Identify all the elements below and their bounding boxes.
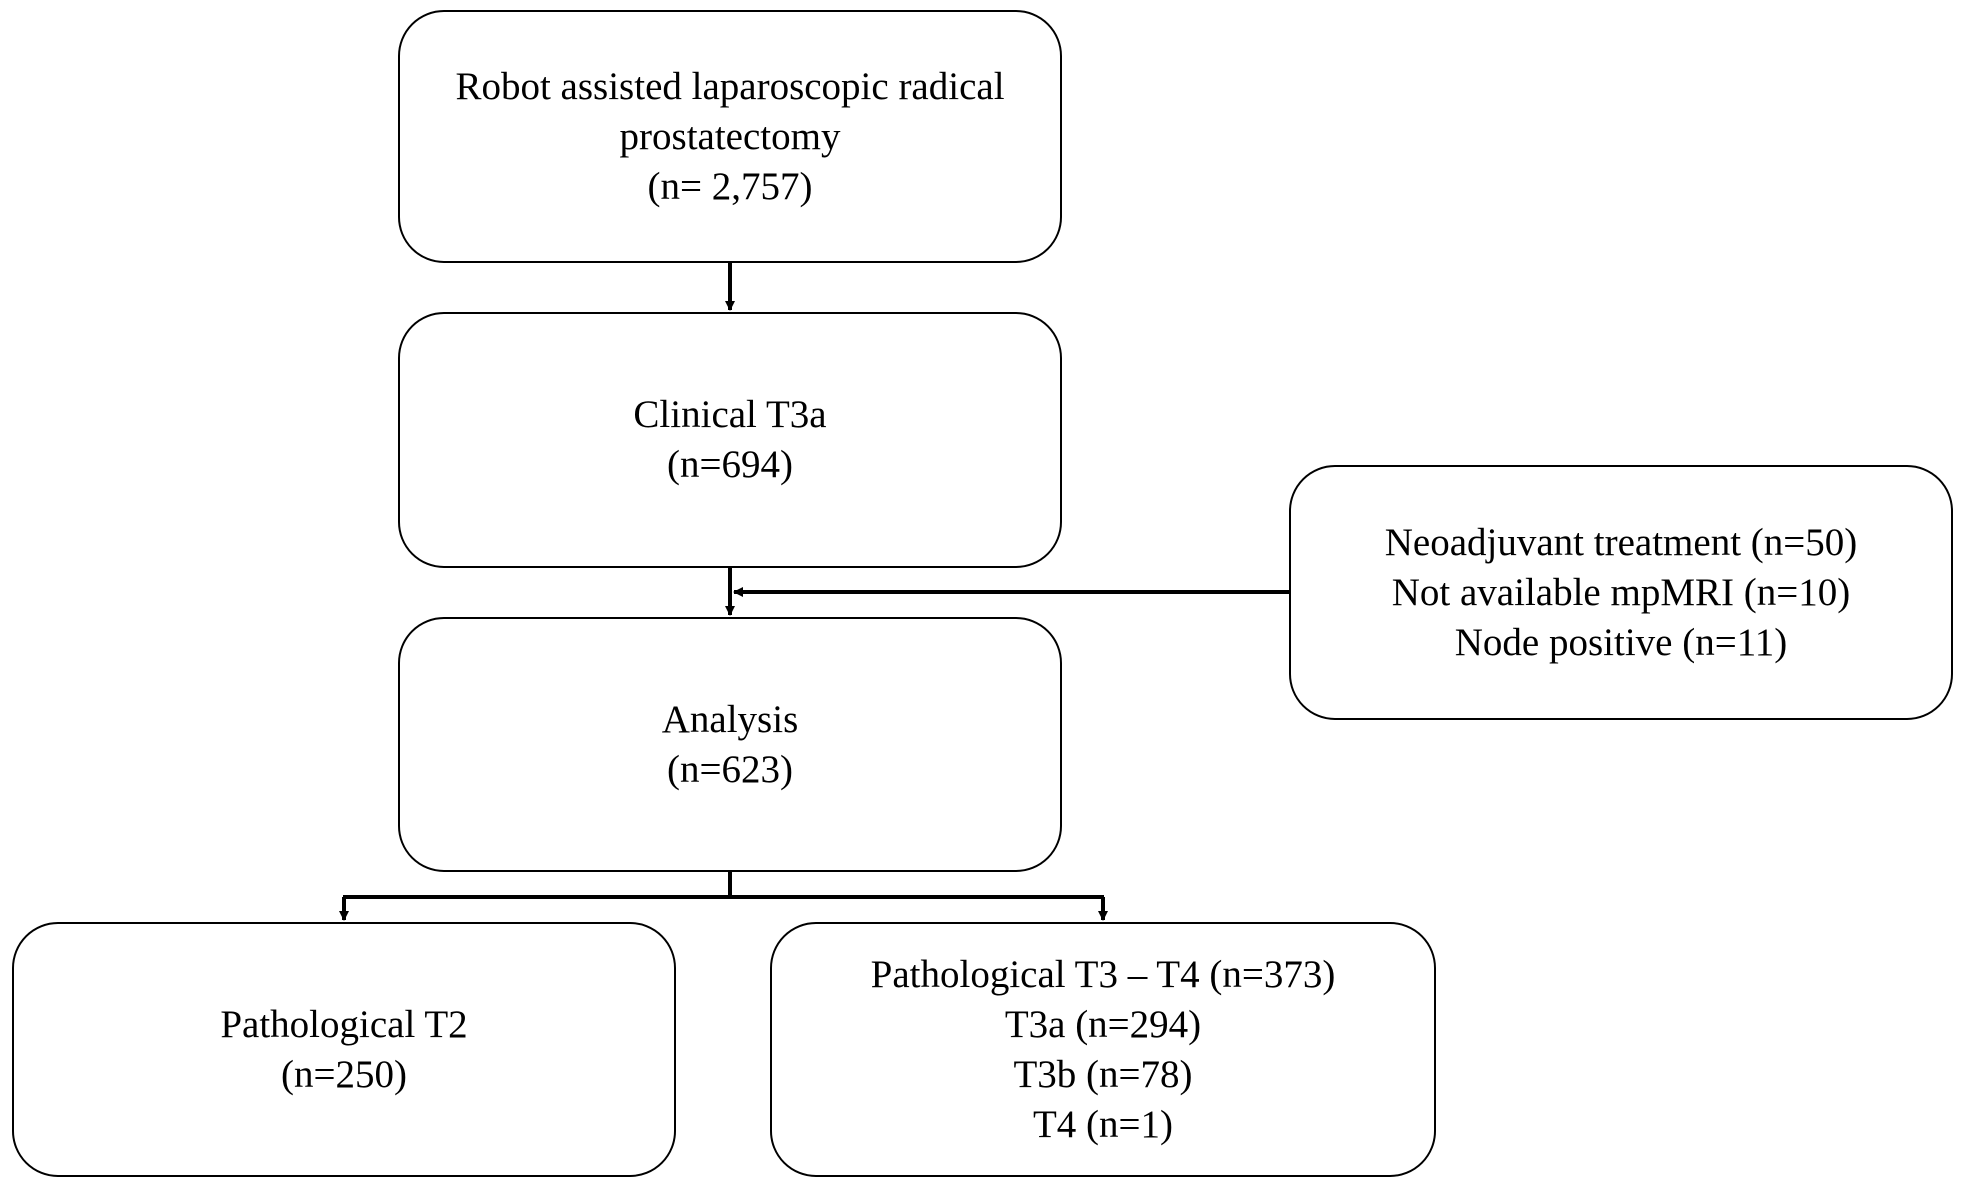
clinical-t3a-box: Clinical T3a (n=694) xyxy=(398,312,1062,568)
exclusion-box: Neoadjuvant treatment (n=50) Not availab… xyxy=(1289,465,1953,720)
exclusion-no-mpmri: Not available mpMRI (n=10) xyxy=(1391,570,1851,614)
analysis-title: Analysis xyxy=(661,697,799,741)
rarp-box: Robot assisted laparoscopic radical pros… xyxy=(398,10,1062,263)
clinical-t3a-title: Clinical T3a xyxy=(633,393,827,436)
exclusion-node-positive: Node positive (n=11) xyxy=(1454,620,1788,664)
pathological-t3-t4-title: Pathological T3 – T4 (n=373) xyxy=(870,952,1336,996)
pathological-t2-title: Pathological T2 xyxy=(220,1002,468,1046)
pathological-t3a-count: T3a (n=294) xyxy=(1004,1002,1202,1046)
pathological-t2-box: Pathological T2 (n=250) xyxy=(12,922,676,1177)
clinical-t3a-count: (n=694) xyxy=(667,443,793,486)
pathological-t4-count: T4 (n=1) xyxy=(1032,1102,1174,1146)
analysis-box: Analysis (n=623) xyxy=(398,617,1062,872)
pathological-t3b-count: T3b (n=78) xyxy=(1013,1052,1193,1096)
exclusion-neoadjuvant: Neoadjuvant treatment (n=50) xyxy=(1384,520,1858,564)
rarp-title-line2: prostatectomy xyxy=(619,114,841,158)
rarp-count: (n= 2,757) xyxy=(647,164,813,208)
rarp-title-line1: Robot assisted laparoscopic radical xyxy=(455,64,1005,108)
pathological-t3-t4-box: Pathological T3 – T4 (n=373) T3a (n=294)… xyxy=(770,922,1436,1177)
pathological-t2-count: (n=250) xyxy=(281,1052,407,1096)
analysis-count: (n=623) xyxy=(667,747,793,791)
